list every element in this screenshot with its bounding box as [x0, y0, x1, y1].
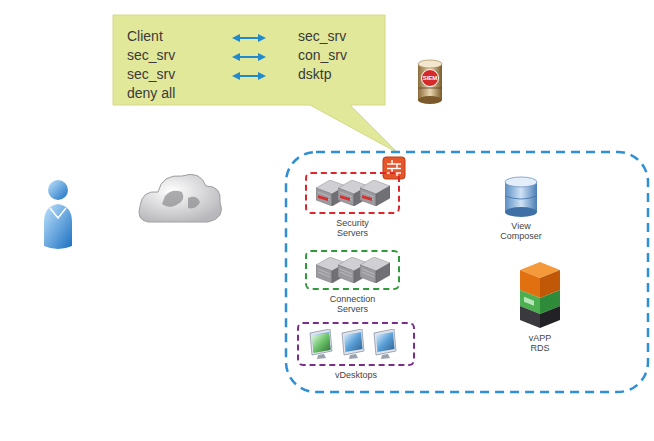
firewall-icon [383, 157, 405, 179]
server-group-box: vDesktops [297, 322, 415, 366]
rule-cell: sec_srv [127, 67, 175, 82]
group-label: Security Servers [305, 218, 400, 239]
group-label: Connection Servers [305, 294, 400, 315]
group-label-text: vDesktops [335, 370, 377, 380]
group-border [305, 250, 400, 290]
rule-cell: sec_srv [298, 29, 346, 44]
rule-arrows [232, 34, 266, 80]
group-label-text: Security Servers [324, 218, 382, 239]
server-stack [316, 257, 390, 283]
rule-cell: con_srv [298, 48, 347, 63]
internet-cloud [139, 174, 222, 222]
datacenter-region [286, 152, 648, 392]
siem-icon [418, 60, 442, 104]
desktop-icons [310, 329, 396, 359]
app-stack-icon [520, 262, 560, 328]
callout-bubble [113, 15, 398, 153]
icon-label: View Composer [494, 222, 548, 242]
group-label: vDesktops [297, 370, 415, 380]
database-icon [505, 177, 537, 217]
icon-label: vAPP RDS [520, 334, 560, 354]
server-group-box: Connection Servers [305, 250, 400, 290]
server-stack [316, 180, 390, 206]
rule-cell: deny all [127, 86, 175, 101]
rule-cell: Client [127, 29, 163, 44]
group-border [297, 322, 415, 366]
group-border [305, 172, 400, 214]
server-group-box: Security Servers [305, 172, 400, 214]
user-icon [44, 180, 72, 249]
icon-badge: SIEM [418, 75, 442, 82]
rule-cell: dsktp [298, 67, 331, 82]
group-label-text: Connection Servers [324, 294, 382, 315]
rule-cell: sec_srv [127, 48, 175, 63]
